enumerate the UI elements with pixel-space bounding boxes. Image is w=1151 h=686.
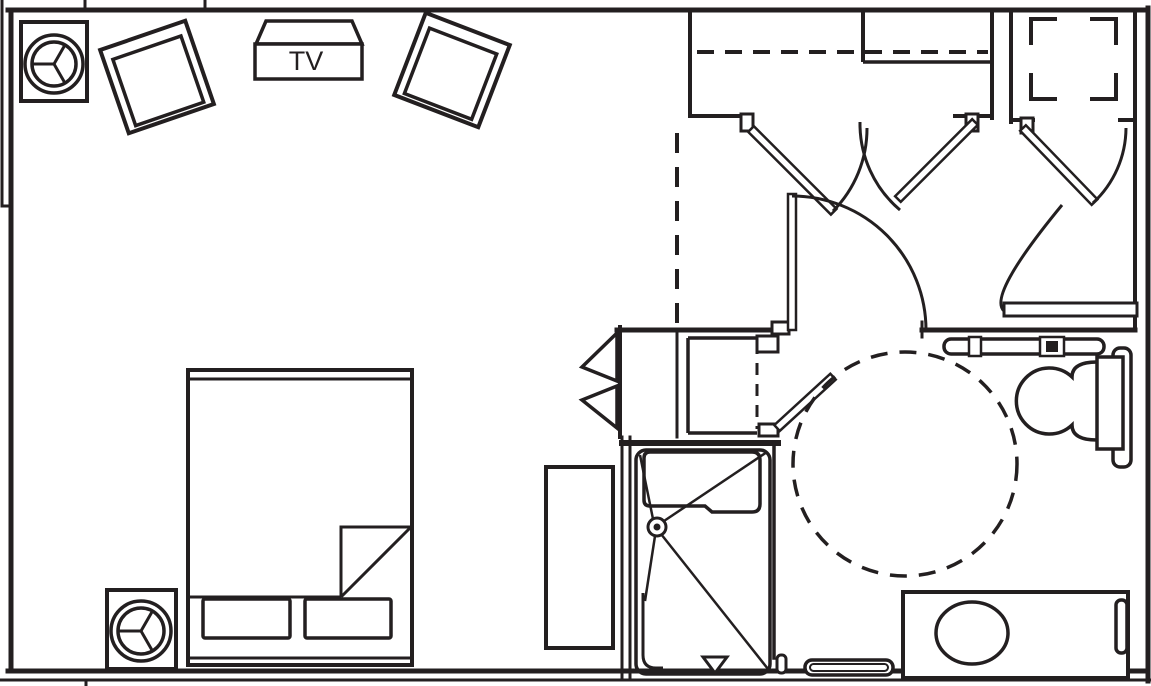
armchair-left — [97, 18, 217, 136]
sheet-fold-diagonal — [339, 526, 412, 599]
counter-shelf — [1002, 301, 1139, 318]
pillow-right — [303, 597, 393, 640]
sink-bowl — [934, 600, 1010, 666]
door-leaf — [1018, 123, 1100, 207]
bifold-door-panel — [578, 328, 619, 384]
wardrobe-closet-dashed-rod — [697, 10, 992, 64]
closet-door-leaf-right — [893, 117, 980, 204]
door-leaf — [786, 192, 798, 332]
sheet-fold — [339, 525, 410, 597]
tv-cabinet: TV — [253, 19, 365, 81]
interior-walls — [614, 8, 1138, 680]
door-jamb — [739, 112, 755, 133]
closet-door-leaf-left — [746, 124, 839, 217]
nightstand-lamp-bottom-left — [105, 588, 178, 671]
entry-door — [786, 192, 928, 332]
toilet-area — [942, 335, 1133, 469]
shower-drain — [646, 516, 668, 538]
wall-grab-bar-bottom — [803, 658, 895, 677]
shower-pan — [634, 448, 772, 676]
door-swing-arc — [1091, 127, 1128, 205]
vanity-counter — [901, 590, 1130, 680]
toilet-tank — [1095, 355, 1125, 451]
bifold-closet — [578, 328, 619, 432]
shower-seat — [642, 450, 762, 514]
bathroom-cabinet — [686, 334, 780, 438]
door-swing-arc — [858, 121, 901, 212]
grab-bar-bracket-pad — [1046, 341, 1058, 352]
bifold-door-panel — [578, 383, 619, 432]
connecting-door — [999, 123, 1128, 313]
shower-threshold-marker — [700, 655, 730, 676]
storage-closet-dashed-shelf — [1029, 17, 1118, 101]
tv-label: TV — [289, 46, 324, 76]
vanity-with-sink — [901, 590, 1130, 680]
shower-grab-bar — [641, 593, 663, 670]
luggage-bench — [544, 465, 615, 650]
wheelchair-turning-circle — [791, 350, 1019, 578]
towel-bar — [1114, 598, 1129, 655]
grab-bar-bracket — [967, 335, 983, 358]
toilet-bowl — [1014, 360, 1098, 442]
door-stop — [775, 653, 788, 675]
door-swing-arc — [791, 194, 928, 331]
door-jamb — [770, 320, 791, 336]
roll-in-shower-with-drain — [634, 448, 788, 676]
corner-table-lamp-top-left — [19, 20, 89, 103]
armchair-right — [391, 10, 513, 130]
door-jamb — [755, 334, 780, 354]
entry-closet-double-doors — [746, 117, 980, 217]
bed-with-turned-sheet — [186, 368, 414, 667]
door-swing-arc — [999, 204, 1064, 313]
pillow-left — [201, 597, 292, 640]
shower-drain-center — [653, 523, 661, 531]
